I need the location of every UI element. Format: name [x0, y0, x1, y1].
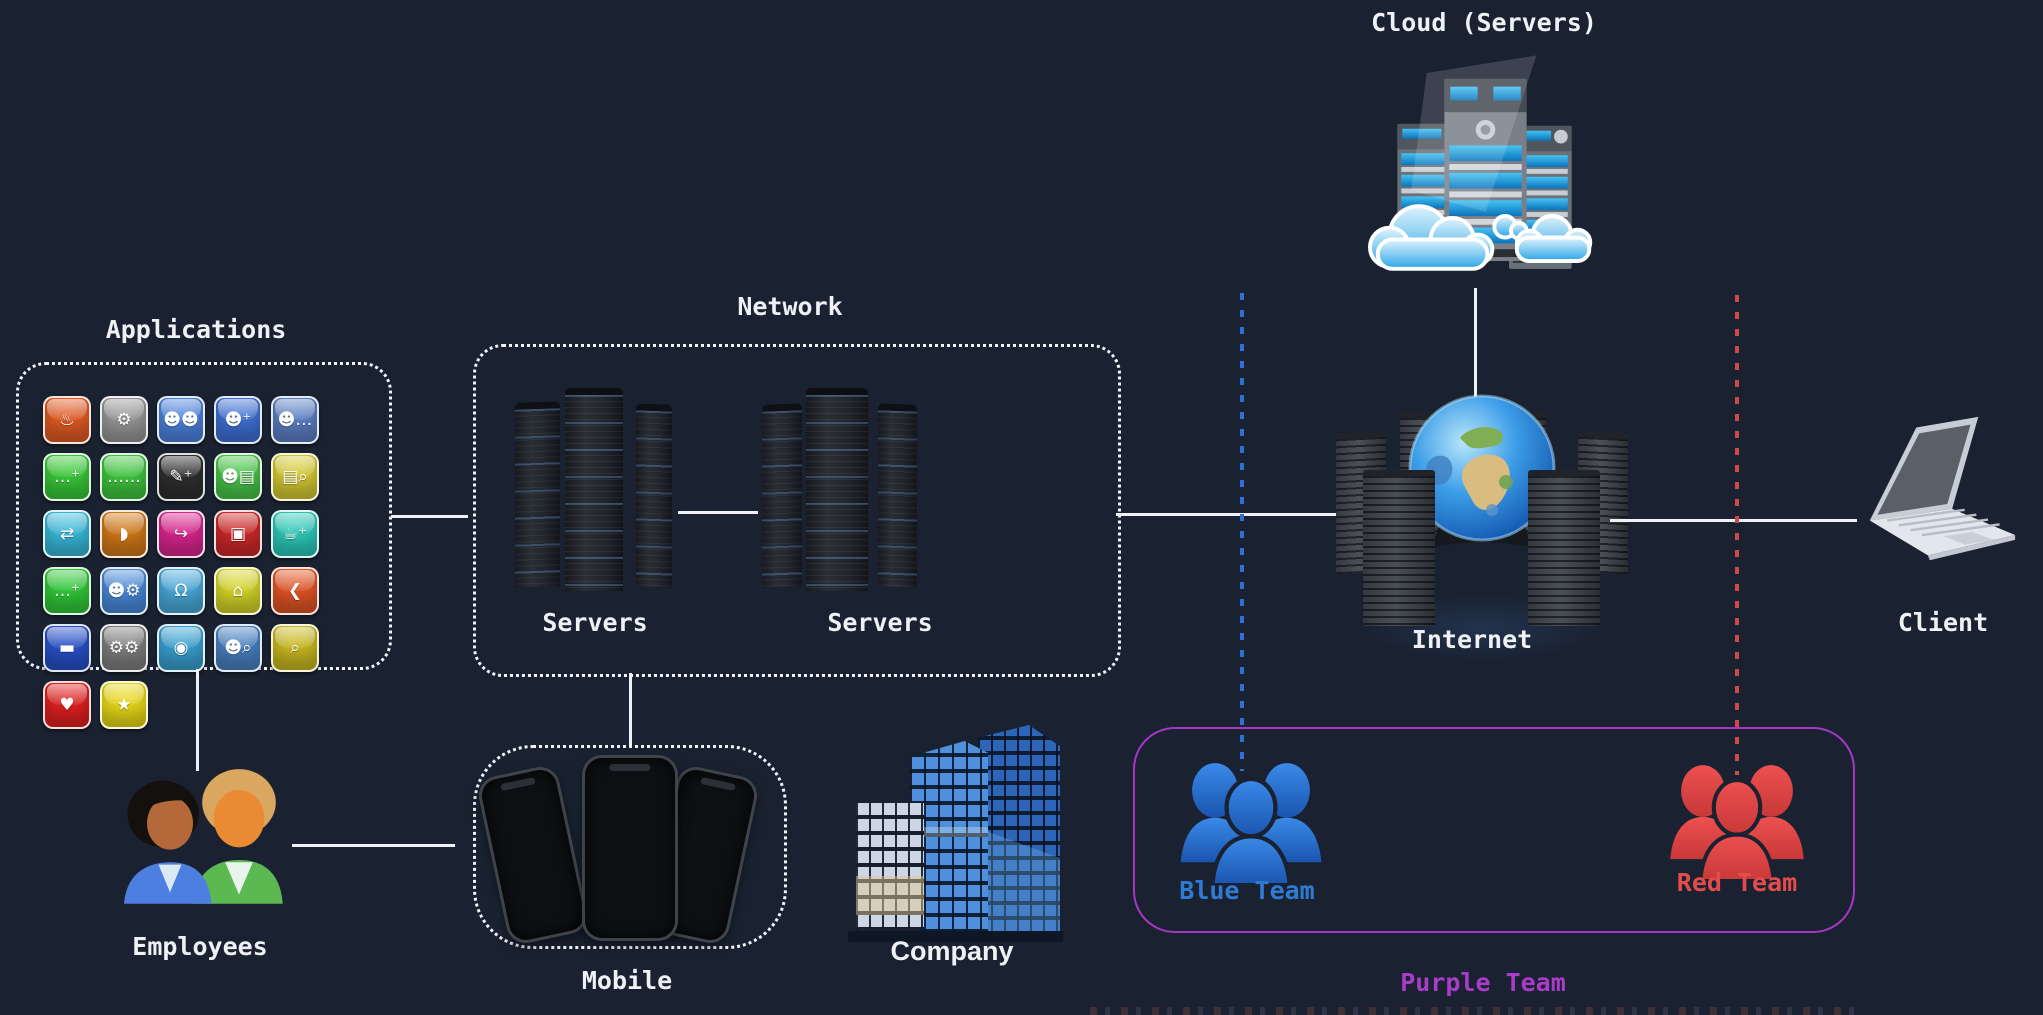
- user-search-app-icon: ☻⌕: [214, 624, 262, 672]
- users-app-icon: ☻☻: [157, 396, 205, 444]
- server-rack: [762, 403, 802, 588]
- connector-network-mobile: [629, 673, 632, 745]
- bell-app-icon: Ω: [157, 567, 205, 615]
- flame-app-icon: ♨: [43, 396, 91, 444]
- phone-center: [582, 755, 678, 941]
- cutoff-text-remnant: [1090, 1007, 1860, 1015]
- servers-label-left: Servers: [542, 608, 648, 637]
- red-team-label: Red Team: [1676, 868, 1798, 897]
- purple-team-box: [1133, 727, 1855, 933]
- compose-app-icon: ✎⁺: [157, 453, 205, 501]
- server-rack: [636, 403, 672, 588]
- internet-label: Internet: [1411, 625, 1533, 654]
- connector-servers-servers: [678, 511, 758, 514]
- share-app-icon: ↪: [157, 510, 205, 558]
- internet-rack-front: [1363, 470, 1435, 626]
- heart-app-icon: ♥: [43, 681, 91, 729]
- servers-label-right: Servers: [827, 608, 933, 637]
- beer-add-app-icon: ☕⁺: [271, 510, 319, 558]
- red-team-dashed-line: [1735, 295, 1739, 775]
- mobile-box: [473, 745, 787, 949]
- network-label: Network: [737, 292, 843, 321]
- internet-rack-front: [1528, 470, 1600, 626]
- star-app-icon: ★: [100, 681, 148, 729]
- user-card-app-icon: ☻▤: [214, 453, 262, 501]
- users-gear-app-icon: ☻⚙: [100, 567, 148, 615]
- search-app-icon: ⌕: [271, 624, 319, 672]
- blue-team-icon: [1180, 763, 1322, 888]
- mobile-label: Mobile: [581, 966, 673, 995]
- server-rack: [806, 388, 868, 591]
- eye-app-icon: ◉: [157, 624, 205, 672]
- building-tower-left: [856, 803, 924, 935]
- home-app-icon: ⌂: [214, 567, 262, 615]
- cloud-servers-illustration: [1368, 55, 1593, 271]
- user-chat-app-icon: ☻…: [271, 396, 319, 444]
- client-label: Client: [1897, 608, 1989, 637]
- connector-applications-network: [391, 515, 468, 518]
- company-building: [848, 713, 1063, 943]
- network-box: [473, 344, 1121, 677]
- bag-app-icon: ▣: [214, 510, 262, 558]
- server-rack: [515, 401, 560, 588]
- bread-app-icon: ◗: [100, 510, 148, 558]
- server-rack: [565, 388, 623, 591]
- chat-app-icon: ……: [100, 453, 148, 501]
- connector-internet-client: [1610, 519, 1857, 522]
- card-search-app-icon: ▤⌕: [271, 453, 319, 501]
- settings-app-icon: ⚙: [100, 396, 148, 444]
- blue-team-dashed-line: [1240, 293, 1244, 771]
- applications-label: Applications: [105, 315, 287, 344]
- connector-network-internet: [1116, 513, 1338, 516]
- applications-box: [16, 362, 392, 670]
- blue-team-label: Blue Team: [1179, 876, 1315, 905]
- connector-employees-mobile: [292, 844, 455, 847]
- app-icon-grid: ♨⚙☻☻☻⁺☻……⁺……✎⁺☻▤▤⌕⇄◗↪▣☕⁺…⁺☻⚙Ω⌂❮▬⚙⚙◉☻⌕⌕♥★: [43, 396, 357, 729]
- building-base: [848, 931, 1063, 942]
- gears-app-icon: ⚙⚙: [100, 624, 148, 672]
- add-user-app-icon: ☻⁺: [214, 396, 262, 444]
- connector-applications-employees: [196, 669, 199, 771]
- internet-globe: [1408, 394, 1556, 548]
- cloud-label: Cloud (Servers): [1371, 8, 1597, 37]
- refresh-app-icon: ⇄: [43, 510, 91, 558]
- chat-add-user-app-icon: …⁺: [43, 453, 91, 501]
- building-tower-right: [978, 725, 1060, 937]
- connector-cloud-internet: [1474, 288, 1477, 404]
- red-team-icon: [1670, 765, 1804, 884]
- cloud-shape: [1368, 204, 1593, 271]
- employees-illustration: [124, 769, 283, 904]
- server-rack: [878, 403, 917, 588]
- car-app-icon: ▬: [43, 624, 91, 672]
- purple-team-label: Purple Team: [1400, 968, 1566, 997]
- company-label: Company: [890, 936, 1014, 966]
- employees-label: Employees: [132, 932, 268, 961]
- chat-plus-app-icon: …⁺: [43, 567, 91, 615]
- client-laptop: [1869, 416, 2016, 561]
- back-app-icon: ❮: [271, 567, 319, 615]
